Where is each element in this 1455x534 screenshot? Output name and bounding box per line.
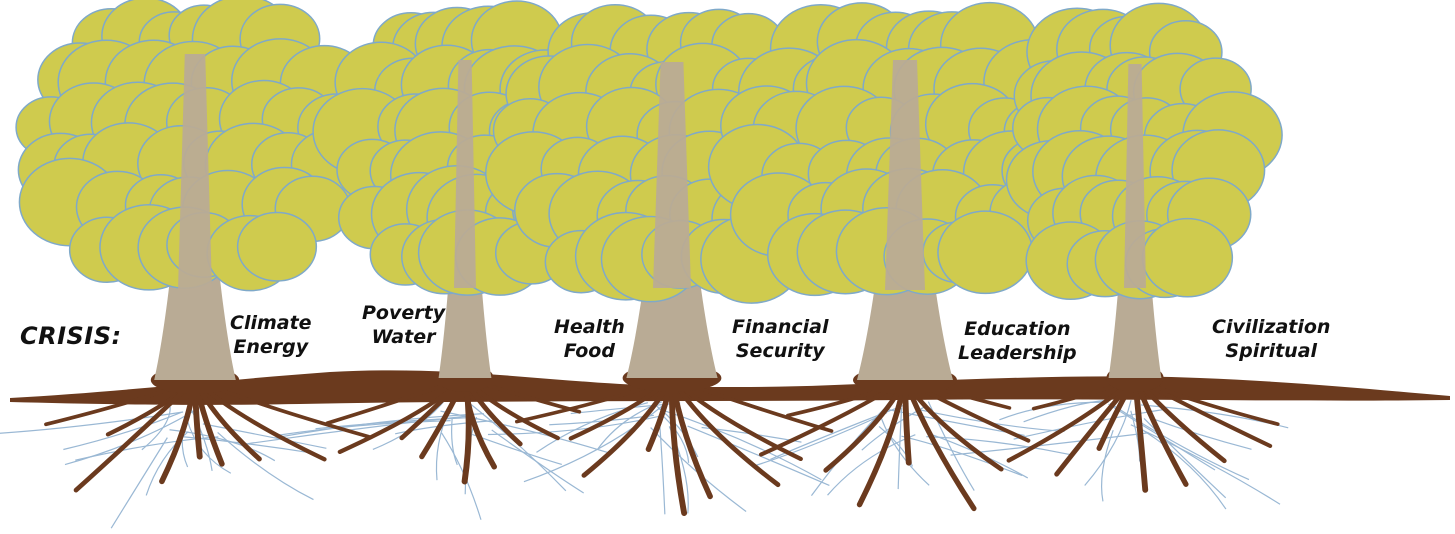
crisis-label: CRISIS: [20, 322, 122, 350]
canopy-blob [238, 212, 317, 280]
label-line: Spiritual [1212, 340, 1330, 364]
canopy-blob [938, 211, 1033, 293]
canopies-layer [16, 0, 1282, 303]
label-line: Security [732, 340, 828, 364]
label-line: Health [554, 316, 625, 340]
label-education-leadership: Education Leadership [958, 318, 1077, 366]
label-health-food: Health Food [554, 316, 625, 364]
label-line: Water [362, 326, 445, 350]
rootlet [442, 433, 481, 520]
label-climate-energy: Climate Energy [230, 312, 312, 360]
label-line: Leadership [958, 342, 1077, 366]
label-financial-security: Financial Security [732, 316, 828, 364]
label-line: Climate [230, 312, 312, 336]
label-line: Poverty [362, 302, 445, 326]
label-line: Education [958, 318, 1077, 342]
label-line: Civilization [1212, 316, 1330, 340]
label-civilization-spiritual: Civilization Spiritual [1212, 316, 1330, 364]
label-line: Energy [230, 336, 312, 360]
label-line: Food [554, 340, 625, 364]
label-line: Financial [732, 316, 828, 340]
label-poverty-water: Poverty Water [362, 302, 445, 350]
canopy-blob [1143, 219, 1233, 297]
